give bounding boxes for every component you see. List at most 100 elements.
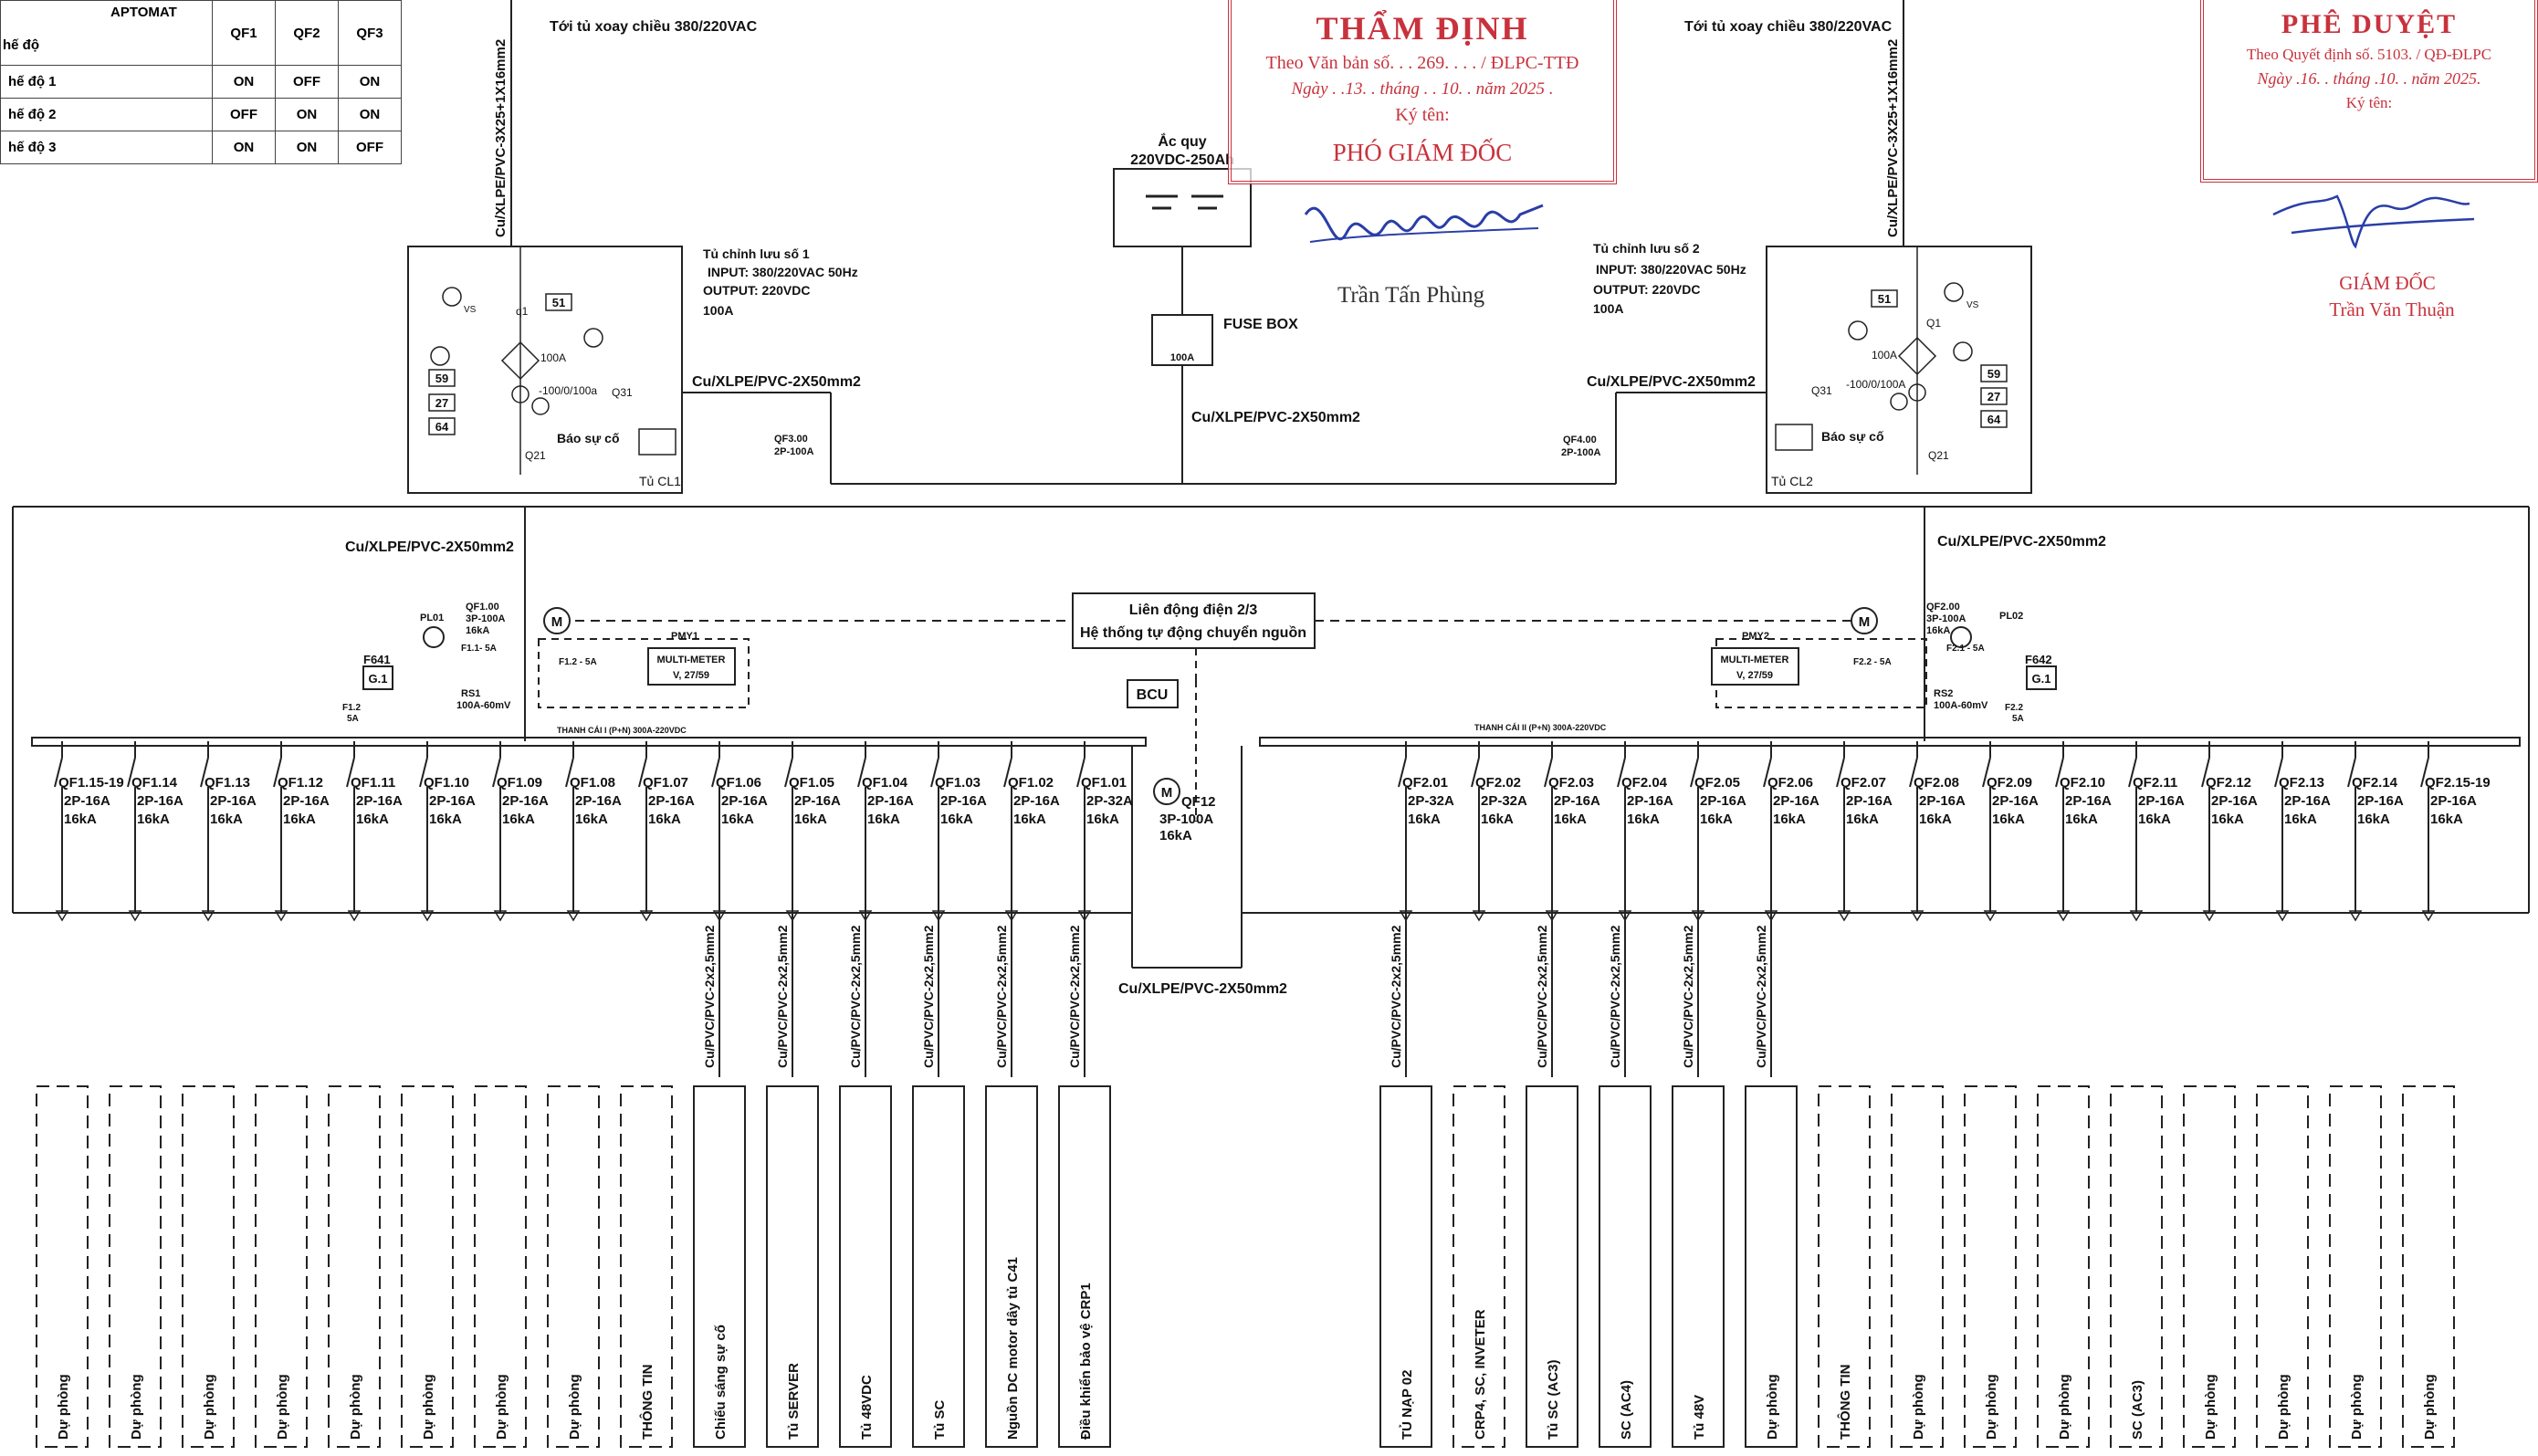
left-feeder-3-rating: 2P-16A	[210, 793, 257, 809]
left-feeder-12-cable-label: Cu/PVC/PVC-2x2,5mm2	[848, 925, 863, 1068]
right-feeder-5-load-box	[1672, 1085, 1725, 1448]
right-feeder-1-load-box	[1379, 1085, 1432, 1448]
right-feeder-4-qf-label: QF2.04	[1621, 775, 1668, 791]
left-feeder-1-qf-label: QF1.15-19	[58, 775, 124, 791]
left-feeder-7-qf-label: QF1.09	[497, 775, 542, 791]
left-feeder-15-cable-label: Cu/PVC/PVC-2x2,5mm2	[1067, 925, 1082, 1068]
right-feeder-3-cable-label: Cu/PVC/PVC-2x2,5mm2	[1535, 925, 1549, 1068]
left-feeder-4-ka: 16kA	[283, 812, 316, 827]
right-feeder-5-load-label: Tủ 48V	[1692, 1395, 1707, 1440]
approve-role: GIÁM ĐỐC	[2339, 272, 2436, 294]
right-feeder-10-qf-label: QF2.10	[2060, 775, 2105, 791]
right-feeder-15-arrow-icon	[2421, 910, 2436, 922]
right-feeder-12-qf-label: QF2.12	[2206, 775, 2251, 791]
left-feeder-11-arrow-icon	[785, 910, 800, 922]
right-feeder-13-ka: 16kA	[2284, 812, 2317, 827]
fuse12m-label: F1.2 - 5A	[559, 657, 597, 667]
left-feeder-11-breaker-blade	[784, 757, 793, 788]
right-feeder-14-load-label: Dự phòng	[2349, 1374, 2365, 1440]
left-feeder-6-rating: 2P-16A	[429, 793, 476, 809]
left-feeder-6-arrow-icon	[420, 910, 435, 922]
left-feeder-13-load-box	[912, 1085, 965, 1448]
left-feeder-3-load-label: Dự phòng	[202, 1374, 217, 1440]
left-feeder-14-cable-label: Cu/PVC/PVC-2x2,5mm2	[994, 925, 1009, 1068]
right-feeder-10-load-box	[2037, 1085, 2090, 1448]
left-feeder-8-arrow-icon	[566, 910, 581, 922]
bus1-label: THANH CÁI I (P+N) 300A-220VDC	[557, 726, 687, 735]
right-feeder-6-ka: 16kA	[1773, 812, 1806, 827]
left-feeder-2-arrow-icon	[128, 910, 142, 922]
left-feeder-13-qf-label: QF1.03	[935, 775, 981, 791]
qf2-cell: OFF	[275, 65, 339, 99]
qf3-label: QF3.00	[774, 434, 808, 445]
right-feeder-2-rating: 2P-32A	[1481, 793, 1527, 809]
stamp-review-role: PHÓ GIÁM ĐỐC	[1332, 139, 1513, 166]
rect2-title: Tủ chỉnh lưu số 2	[1593, 241, 1700, 256]
left-feeder-9-load-box	[620, 1085, 673, 1448]
right-feeder-8-arrow-icon	[1910, 910, 1924, 922]
rect2-relay-51: 51	[1878, 292, 1891, 306]
left-feeder-8-load-box	[547, 1085, 600, 1448]
right-feeder-1-qf-label: QF2.01	[1402, 775, 1448, 791]
left-feeder-14-rating: 2P-16A	[1013, 793, 1060, 809]
right-feeder-11-qf-label: QF2.11	[2133, 775, 2177, 791]
qf3-header: QF3	[338, 0, 402, 66]
left-feeder-14-load-label: Nguồn DC motor dây tủ C41	[1005, 1257, 1021, 1440]
table-row: hế độ 3 ON ON OFF	[0, 131, 402, 164]
rect2-dc-cable: Cu/XLPE/PVC-2X50mm2	[1587, 374, 1756, 390]
qf3-cell: OFF	[338, 131, 402, 164]
right-feeder-2-qf-label: QF2.02	[1475, 775, 1521, 791]
meter2-label: MULTI-METER	[1721, 655, 1789, 665]
left-feeder-7-breaker-blade	[492, 757, 501, 788]
right-feeder-7-breaker-blade	[1836, 757, 1845, 788]
left-feed-cable: Cu/XLPE/PVC-3X25+1X16mm2	[493, 39, 509, 237]
right-feeder-12-arrow-icon	[2202, 910, 2217, 922]
left-feeder-7-arrow-icon	[493, 910, 508, 922]
qf200-name: QF2.00	[1926, 602, 1960, 613]
left-feeder-12-arrow-icon	[858, 910, 873, 922]
right-feeder-7-rating: 2P-16A	[1846, 793, 1893, 809]
right-feeder-11-arrow-icon	[2129, 910, 2144, 922]
stamp-review: THẨM ĐỊNH Theo Văn bản số. . . 269. . . …	[1228, 0, 1617, 184]
qf1-cell: OFF	[212, 98, 276, 131]
left-feeder-14-ka: 16kA	[1013, 812, 1046, 827]
right-feeder-6-rating: 2P-16A	[1773, 793, 1820, 809]
right-feeder-7-arrow-icon	[1837, 910, 1851, 922]
right-feeder-14-breaker-blade	[2347, 757, 2356, 788]
left-feeder-2-ka: 16kA	[137, 812, 170, 827]
right-feeder-2-breaker-blade	[1471, 757, 1480, 788]
left-feeder-10-cable-label: Cu/PVC/PVC-2x2,5mm2	[702, 925, 717, 1068]
left-feeder-11-qf-label: QF1.05	[789, 775, 834, 791]
rect1-tag: Tủ CL1	[639, 474, 681, 488]
pl01-label: PL01	[420, 613, 444, 623]
right-feeder-13-load-label: Dự phòng	[2276, 1374, 2292, 1440]
right-feeder-8-load-label: Dự phòng	[1911, 1374, 1926, 1440]
f12-rating: 5A	[347, 714, 359, 724]
rect2-relay-64: 64	[1987, 413, 2001, 426]
qf100-name: QF1.00	[466, 602, 499, 613]
right-feeder-12-breaker-blade	[2201, 757, 2210, 788]
left-feeder-14-breaker-blade	[1003, 757, 1012, 788]
right-feeder-12-load-label: Dự phòng	[2203, 1374, 2218, 1440]
left-feeder-10-load-label: Chiếu sáng sự cố	[713, 1325, 729, 1440]
rect1-fault: Báo sự cố	[557, 431, 620, 445]
left-feeder-8-qf-label: QF1.08	[570, 775, 615, 791]
rect2-rating: 100A	[1872, 349, 1897, 361]
ats-interlock: Liên động điện 2/3	[1129, 602, 1258, 618]
aptomat-table: APTOMAT hế độ QF1 QF2 QF3 hế độ 1 ON OFF…	[0, 0, 402, 164]
rect2-q31: Q31	[1811, 384, 1832, 397]
rect1-shunt: -100/0/100a	[539, 384, 597, 397]
left-feeder-5-load-label: Dự phòng	[348, 1374, 363, 1440]
left-feeder-2-load-box	[109, 1085, 162, 1448]
right-feeder-3-breaker-blade	[1544, 757, 1553, 788]
stamp-approve-line3: Ký tên:	[2345, 94, 2393, 111]
right-feeder-6-breaker-blade	[1763, 757, 1772, 788]
right-feeder-3-qf-label: QF2.03	[1548, 775, 1594, 791]
right-feeder-4-arrow-icon	[1618, 910, 1632, 922]
right-feeder-8-qf-label: QF2.08	[1914, 775, 1959, 791]
right-feeder-10-load-label: Dự phòng	[2057, 1374, 2072, 1440]
right-feeder-2-arrow-icon	[1472, 910, 1486, 922]
rect1-current: 100A	[703, 303, 733, 318]
left-feeder-3-breaker-blade	[200, 757, 209, 788]
right-feeder-14-rating: 2P-16A	[2357, 793, 2404, 809]
